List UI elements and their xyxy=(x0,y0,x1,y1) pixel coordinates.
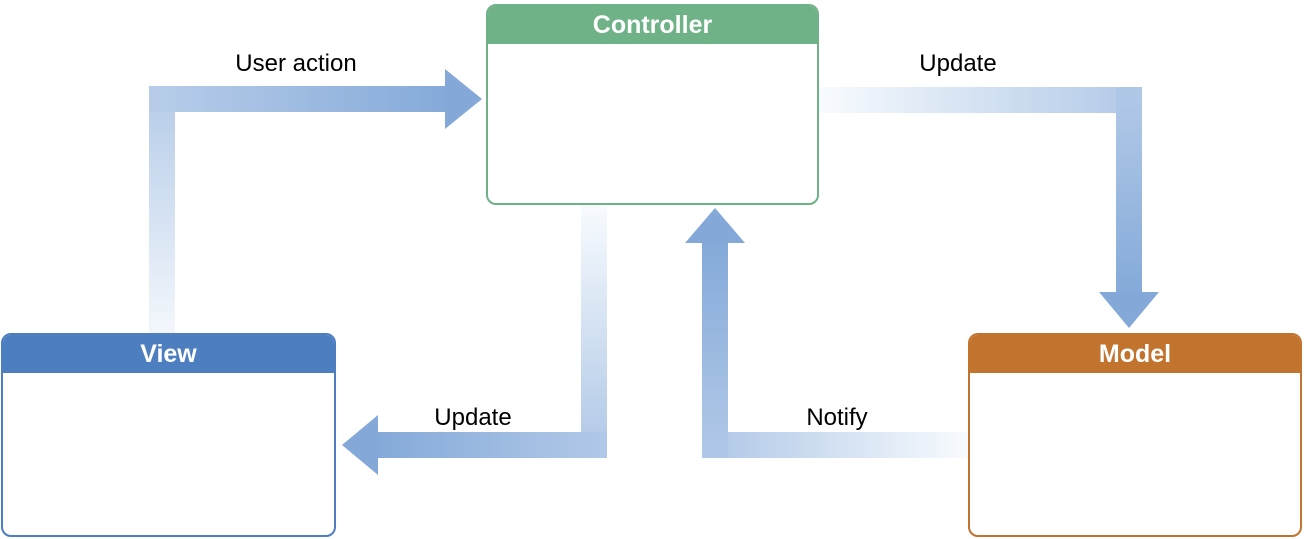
edge-update-view-arrow xyxy=(342,205,607,475)
edge-notify-label: Notify xyxy=(806,404,868,431)
edge-update-model-label: Update xyxy=(919,50,997,77)
arrowhead-up-icon xyxy=(685,208,745,243)
node-model: Model xyxy=(968,333,1302,537)
node-controller: Controller xyxy=(486,4,819,205)
edge-user-action-label: User action xyxy=(235,50,357,77)
edge-update-view-label: Update xyxy=(434,404,512,431)
node-view-title: View xyxy=(140,339,197,368)
node-controller-title: Controller xyxy=(592,10,713,39)
arrowhead-right-icon xyxy=(445,69,482,129)
node-controller-header: Controller xyxy=(488,6,817,44)
edge-notify-arrow xyxy=(685,208,968,458)
node-view: View xyxy=(1,333,336,537)
node-model-title: Model xyxy=(1098,339,1172,368)
node-view-header: View xyxy=(3,335,334,373)
edge-update-model-arrow xyxy=(819,87,1159,328)
edge-user-action-arrow xyxy=(149,69,482,333)
node-model-header: Model xyxy=(970,335,1300,373)
arrowhead-down-icon xyxy=(1099,292,1159,328)
arrowhead-left-icon xyxy=(342,415,378,475)
